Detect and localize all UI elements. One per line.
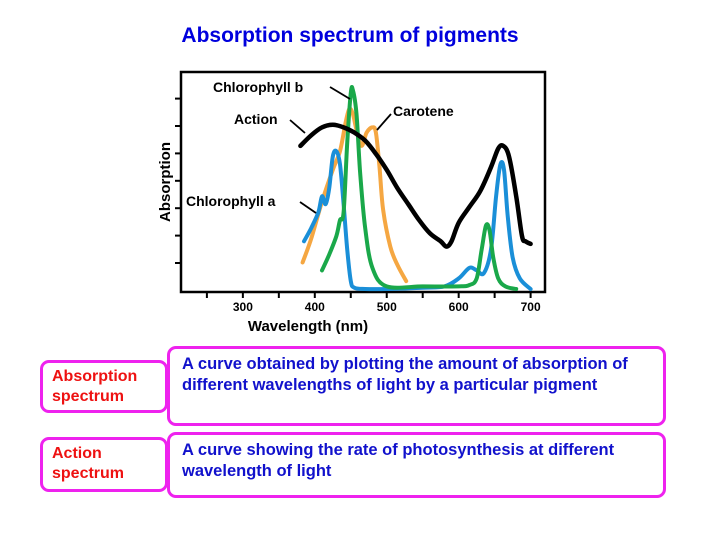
term-box-absorption-spectrum: Absorption spectrum (40, 360, 168, 413)
term-absorption-line1: Absorption (52, 368, 138, 385)
label-action: Action (234, 111, 278, 127)
term-absorption-line2: spectrum (52, 388, 125, 405)
label-chlorophyll-b: Chlorophyll b (213, 79, 303, 95)
label-chlorophyll-a: Chlorophyll a (186, 193, 276, 209)
description-box-absorption-spectrum: A curve obtained by plotting the amount … (167, 346, 666, 426)
term-box-action-spectrum: Action spectrum (40, 437, 168, 492)
curve-action (298, 122, 533, 249)
x-tick-label: 700 (521, 300, 541, 314)
description-action-spectrum: A curve showing the rate of photosynthes… (182, 441, 615, 480)
x-axis-label: Wavelength (nm) (248, 318, 368, 335)
term-action-line2: spectrum (52, 465, 125, 482)
spectrum-curves (298, 84, 533, 292)
leader-action (289, 119, 306, 134)
x-tick-label: 300 (233, 300, 253, 314)
curve-chlorophyll-b (320, 84, 519, 291)
description-absorption-spectrum: A curve obtained by plotting the amount … (182, 355, 628, 394)
leader-chlorophyll-a (299, 201, 317, 214)
description-box-action-spectrum: A curve showing the rate of photosynthes… (167, 432, 666, 498)
x-tick-label: 600 (449, 300, 469, 314)
leader-chlorophyll-b (329, 86, 351, 100)
label-carotene: Carotene (393, 103, 454, 119)
x-tick-label: 400 (305, 300, 325, 314)
x-axis-ticks: 300 400 500 600 700 (205, 292, 541, 314)
x-tick-label: 500 (377, 300, 397, 314)
absorption-chart: 300 400 500 600 700 Wavelength (nm) Absorpti… (157, 70, 547, 335)
term-action-line1: Action (52, 445, 102, 462)
y-axis-label: Absorption (157, 142, 174, 222)
y-axis-ticks (175, 97, 181, 264)
curve-chlorophyll-a (302, 148, 533, 292)
plot-frame (179, 70, 547, 294)
leader-carotene (376, 113, 392, 131)
page-title: Absorption spectrum of pigments (181, 24, 519, 47)
